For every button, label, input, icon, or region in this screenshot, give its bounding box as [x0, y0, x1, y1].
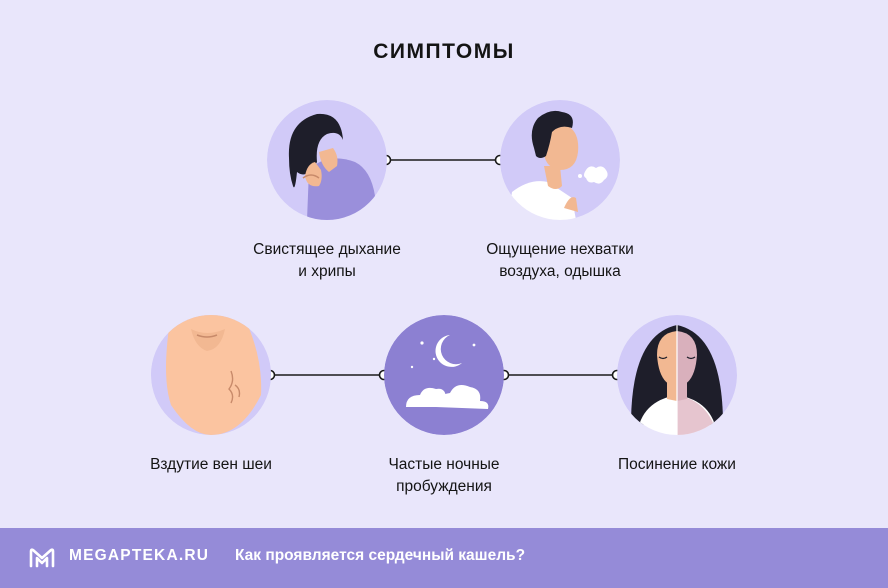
swollen-neck-veins-icon	[151, 315, 271, 435]
coughing-woman-icon	[267, 100, 387, 220]
symptom-label-neck-veins: Вздутие вен шеи	[150, 456, 272, 473]
footer-bar: MEGAPTEKA.RU Как проявляется сердечный к…	[0, 528, 888, 588]
megapteka-logo-icon	[29, 548, 55, 568]
brand-name[interactable]: MEGAPTEKA.RU	[69, 547, 210, 564]
footer-subtitle: Как проявляется сердечный кашель?	[235, 547, 526, 564]
symptom-label-wheezing: Свистящее дыхание и хрипы	[253, 241, 401, 280]
symptom-label-breathlessness: Ощущение нехватки воздуха, одышка	[486, 241, 634, 280]
symptom-label-bluish-skin: Посинение кожи	[618, 456, 736, 473]
page-title: СИМПТОМЫ	[373, 40, 515, 63]
night-moon-clouds-icon	[384, 315, 504, 435]
breathless-man-icon	[500, 100, 620, 220]
symptom-label-night-waking: Частые ночные пробуждения	[388, 456, 500, 495]
bluish-skin-woman-icon	[617, 315, 737, 435]
